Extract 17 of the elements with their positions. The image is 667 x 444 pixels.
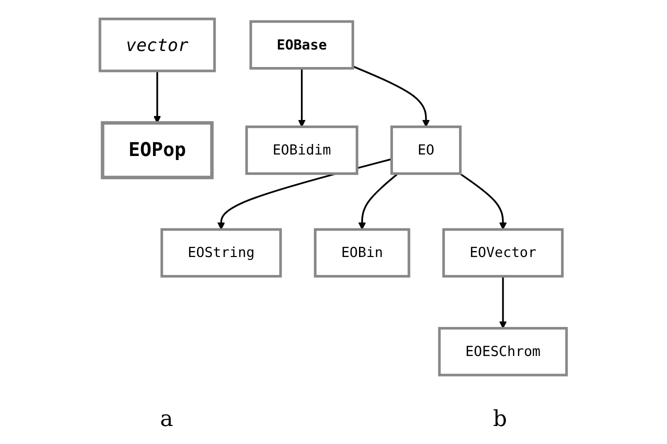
node-box: EOVector [442,228,564,278]
panel-label: b [492,406,508,432]
arrow [460,172,508,230]
arrow [298,68,306,128]
arrow [499,276,508,329]
arrow [154,70,162,124]
node-box: vector [98,18,216,72]
node-box: EOBase [250,20,354,70]
arrow [352,65,430,128]
panel-label: a [160,406,174,432]
node-box: EOBidim [246,126,359,175]
arrow [358,172,399,230]
node-box: EOBin [314,228,410,278]
node-box: EO [390,126,462,175]
node-box: EOPop [101,121,214,180]
node-box: EOESChrom [438,326,568,376]
node-box: EOString [160,228,282,278]
